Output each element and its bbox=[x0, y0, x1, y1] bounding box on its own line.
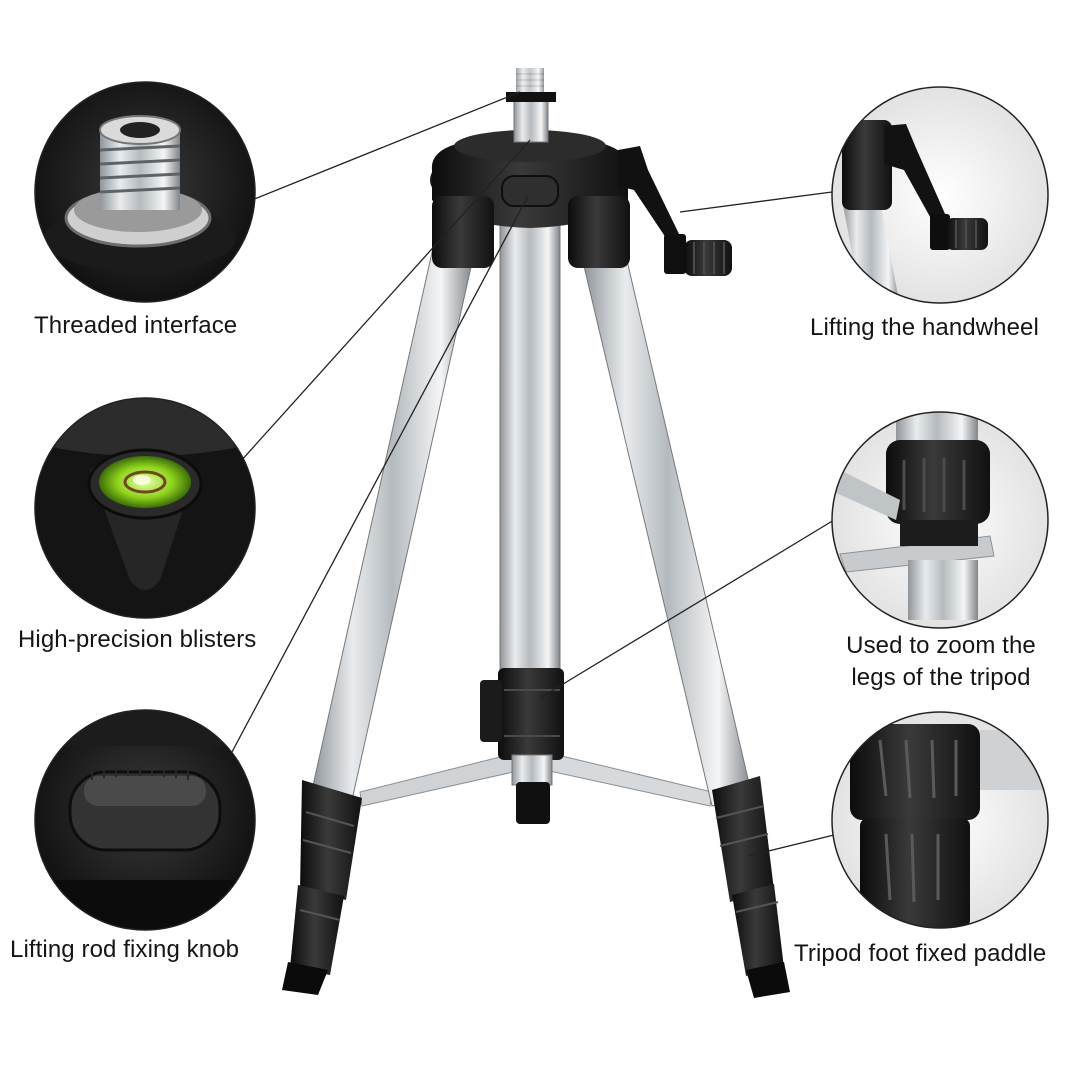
bubble-level-closeup bbox=[34, 397, 256, 619]
leader-handwheel bbox=[679, 191, 833, 213]
leader-lines bbox=[231, 91, 835, 857]
high-precision-blisters-label: High-precision blisters bbox=[18, 626, 257, 653]
right-leg bbox=[582, 251, 790, 998]
leader-fixing-knob bbox=[231, 195, 529, 753]
leader-zoom-legs bbox=[539, 519, 835, 699]
leader-blisters bbox=[239, 139, 531, 463]
lifting-rod-fixing-knob-label: Lifting rod fixing knob bbox=[10, 936, 240, 963]
center-column bbox=[480, 221, 564, 824]
leader-foot-paddle bbox=[747, 834, 835, 857]
left-leg bbox=[282, 247, 474, 995]
threaded-interface-label: Threaded interface bbox=[34, 312, 238, 339]
handwheel-closeup bbox=[831, 86, 1049, 304]
leg-zoom-closeup bbox=[831, 411, 1049, 629]
threaded-interface-closeup bbox=[34, 81, 256, 303]
foot-paddle-closeup bbox=[831, 711, 1049, 929]
lifting-handwheel-label: Lifting the handwheel bbox=[810, 314, 1039, 341]
leader-threaded-interface bbox=[251, 91, 521, 201]
zoom-legs-label-line1: Used to zoom the bbox=[846, 632, 1036, 659]
fixing-knob-closeup bbox=[34, 709, 256, 931]
zoom-legs-label: Used to zoom the legs of the tripod bbox=[834, 630, 1048, 694]
zoom-legs-label-line2: legs of the tripod bbox=[851, 664, 1031, 691]
tripod-head bbox=[430, 68, 732, 276]
foot-paddle-label: Tripod foot fixed paddle bbox=[794, 940, 1047, 967]
tripod bbox=[282, 68, 790, 998]
